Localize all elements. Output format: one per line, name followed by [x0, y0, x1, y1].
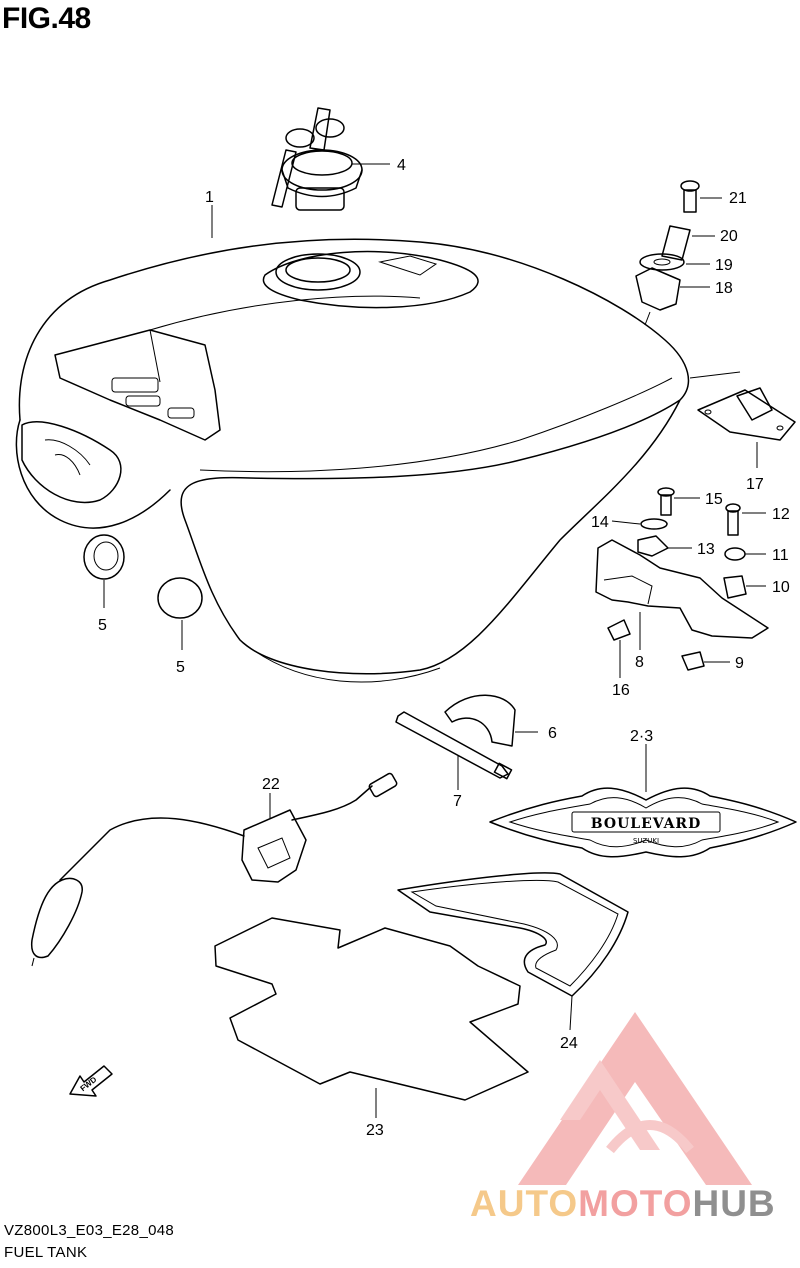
cushion-pad: [214, 917, 529, 1118]
fuel-level-sensor: [30, 772, 398, 967]
rubber-cushions: [83, 534, 203, 650]
boulevard-emblem: BOULEVARD SUZUKI: [489, 744, 797, 858]
callout-label: 19: [715, 257, 733, 274]
callout-label: 18: [715, 280, 733, 297]
watermark-word-auto: AUTO: [470, 1183, 579, 1224]
emblem-sub-text: SUZUKI: [633, 837, 659, 845]
callout-label: 12: [772, 506, 790, 523]
section-name: FUEL TANK: [4, 1244, 88, 1261]
fuel-tank: [15, 205, 741, 683]
mounting-hardware-lower: [595, 487, 769, 678]
watermark-word-hub: HUB: [692, 1183, 776, 1224]
callout-label: 16: [612, 682, 630, 699]
callout-label: 2·3: [630, 728, 653, 745]
emblem-brand-text: BOULEVARD: [591, 816, 701, 832]
callout-label: 5: [98, 617, 107, 634]
callout-labels: 1 4 21 20 19 18 17 15 12 14 13 11 10 8 9…: [98, 157, 790, 1139]
rear-bracket: [697, 387, 796, 468]
callout-label: 23: [366, 1122, 384, 1139]
figure-title: FIG.48: [2, 2, 91, 35]
callout-label: 1: [205, 189, 214, 206]
gasket: [397, 872, 629, 1031]
callout-label: 20: [720, 228, 738, 245]
callout-label: 8: [635, 654, 644, 671]
pad-and-band: [395, 694, 538, 790]
callout-label: 17: [746, 476, 764, 493]
mounting-hardware-upper: [635, 180, 722, 326]
fwd-arrow-icon: FWD: [69, 1065, 113, 1097]
callout-label: 24: [560, 1035, 578, 1052]
watermark-logo: [518, 1012, 752, 1185]
callout-label: 15: [705, 491, 723, 508]
callout-label: 10: [772, 579, 790, 596]
fuel-cap-assembly: [271, 107, 390, 211]
callout-label: 7: [453, 793, 462, 810]
watermark-word-moto: MOTO: [578, 1183, 693, 1224]
callout-label: 6: [548, 725, 557, 742]
callout-label: 13: [697, 541, 715, 558]
callout-label: 22: [262, 776, 280, 793]
callout-label: 21: [729, 190, 747, 207]
callout-label: 9: [735, 655, 744, 672]
watermark-text: AUTOMOTOHUB: [470, 1183, 776, 1225]
model-code: VZ800L3_E03_E28_048: [4, 1222, 175, 1239]
callout-label: 5: [176, 659, 185, 676]
callout-label: 11: [772, 547, 789, 564]
callout-label: 14: [591, 514, 609, 531]
callout-label: 4: [397, 157, 406, 174]
